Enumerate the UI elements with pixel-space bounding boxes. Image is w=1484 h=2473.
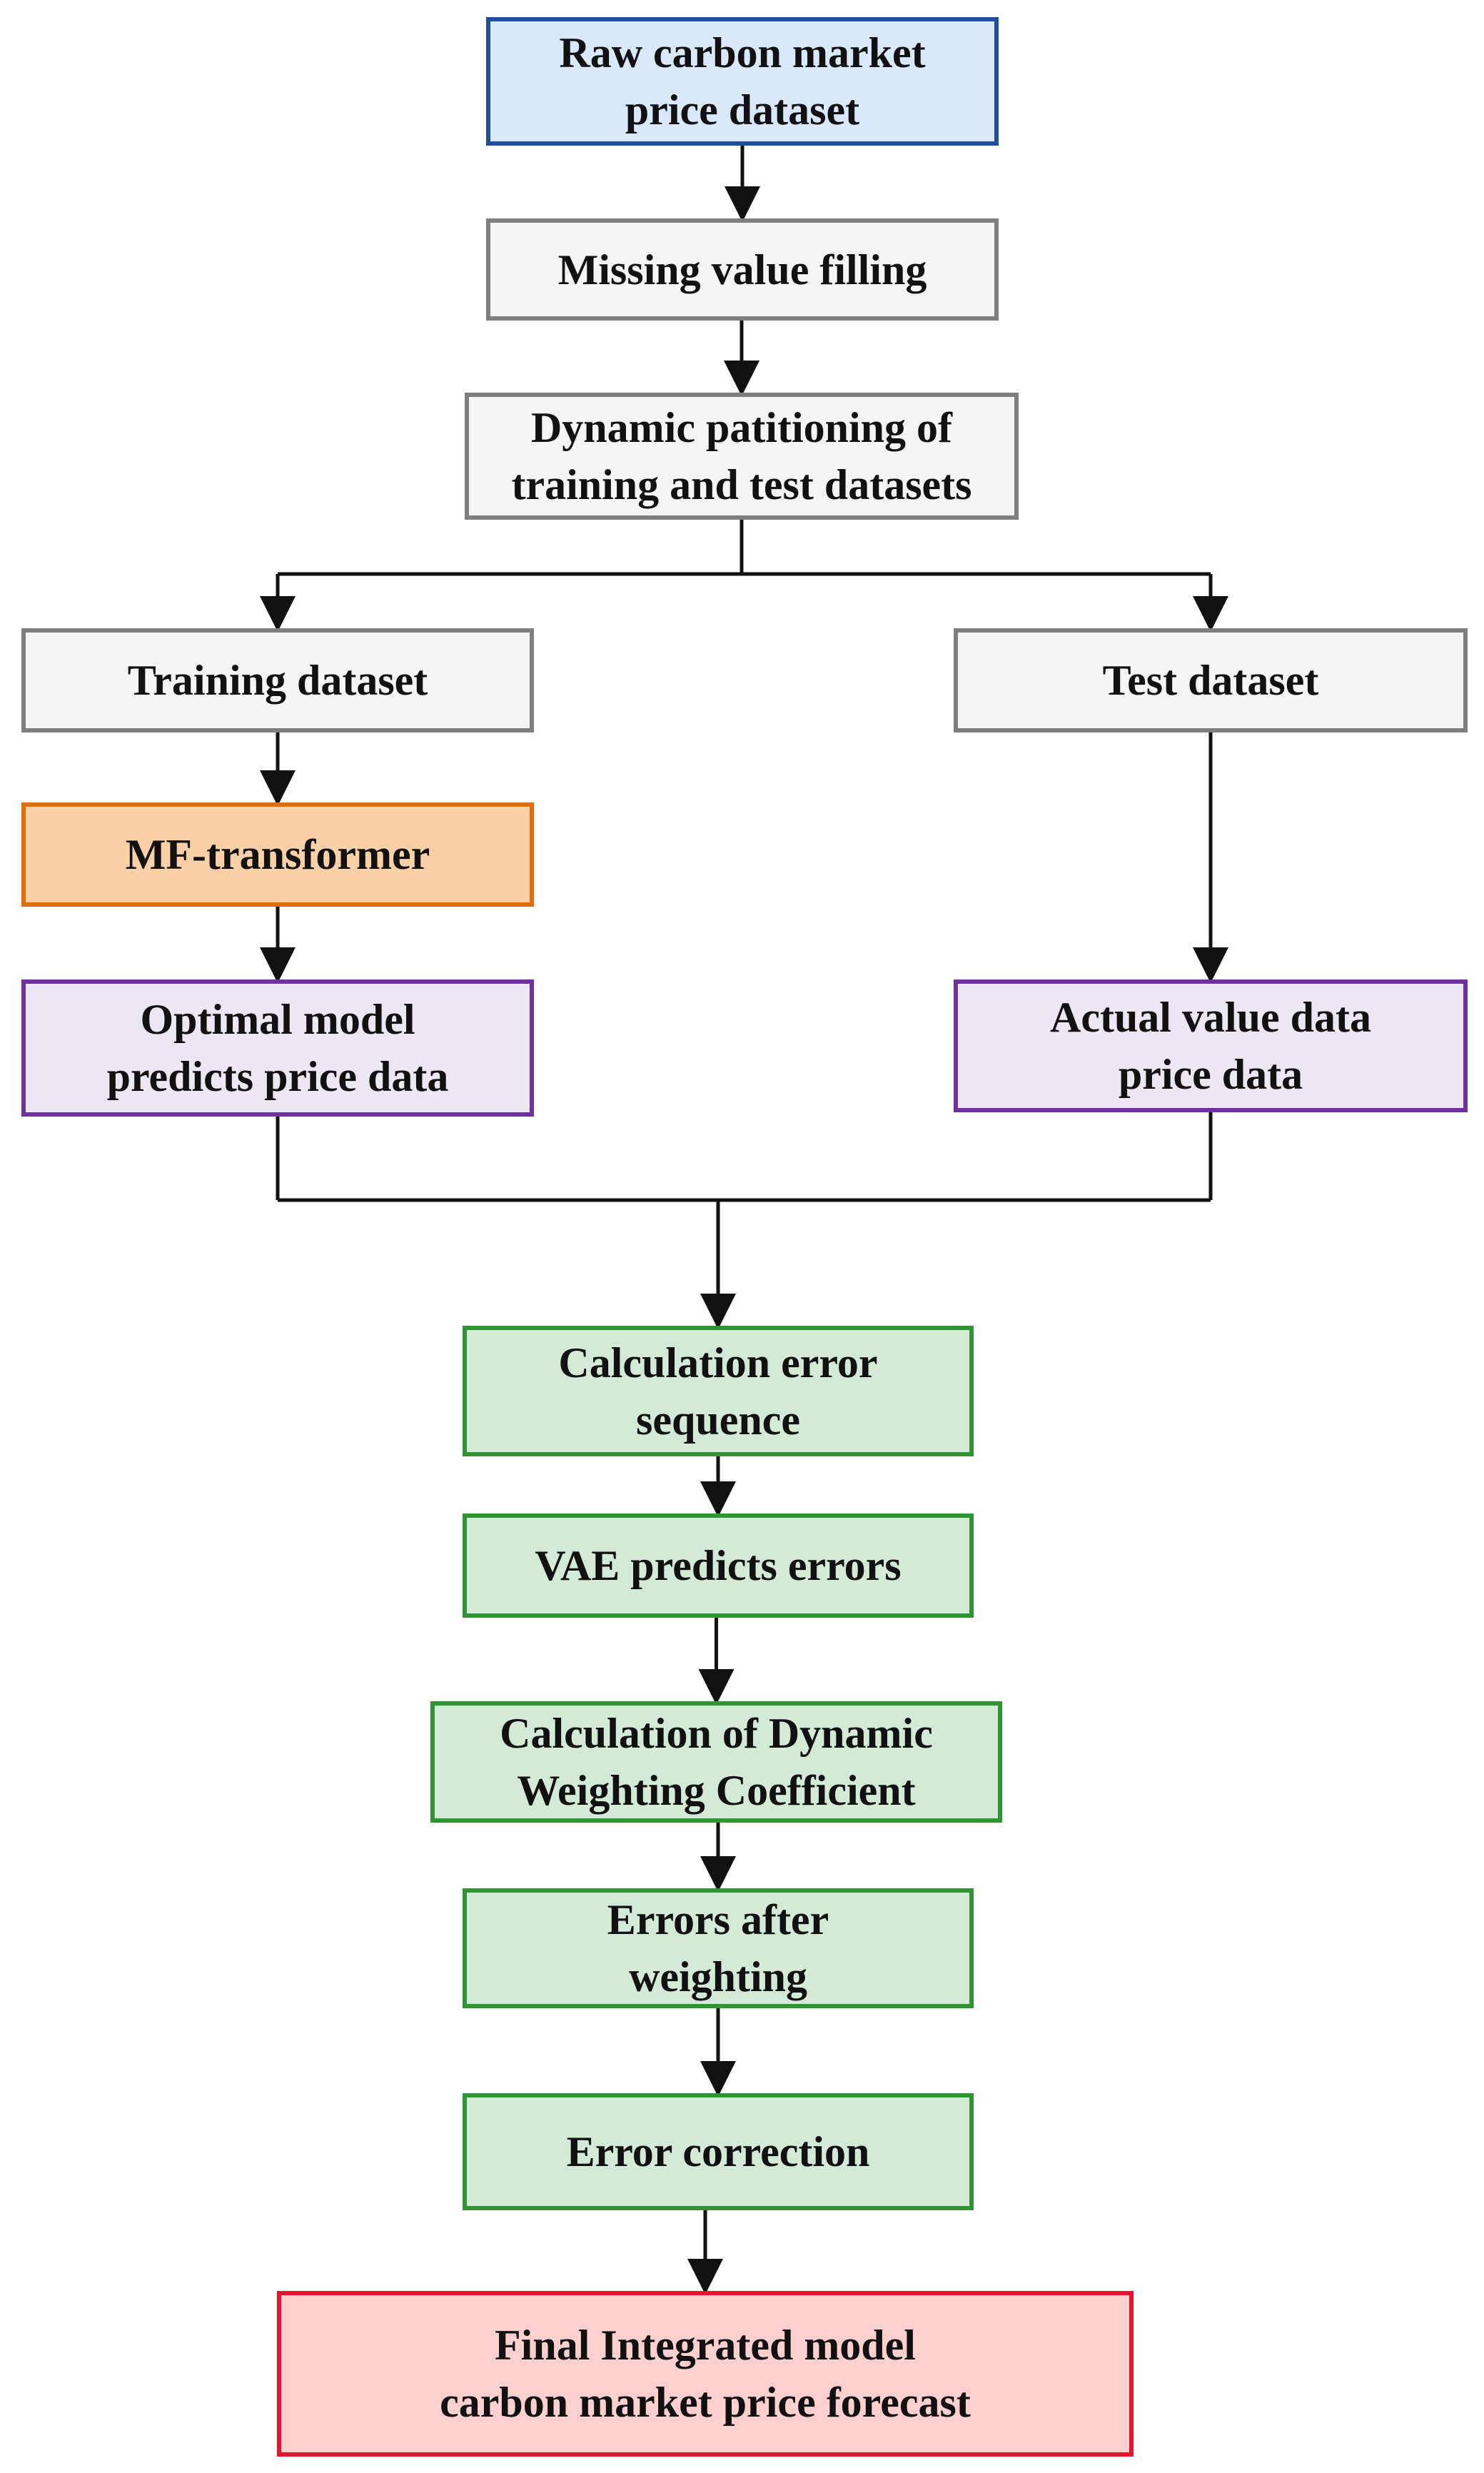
- node-optimal-model: Optimal model predicts price data: [21, 979, 534, 1117]
- node-line: MF-transformer: [125, 831, 430, 878]
- node-line: price dataset: [625, 86, 860, 134]
- node-training-dataset: Training dataset: [21, 628, 534, 732]
- node-line: Raw carbon market: [559, 29, 926, 76]
- node-line: training and test datasets: [511, 461, 972, 508]
- node-line: Error correction: [566, 2128, 870, 2175]
- node-line: Optimal model: [140, 996, 415, 1043]
- node-line: Missing value filling: [557, 246, 927, 293]
- node-error-correction: Error correction: [463, 2093, 974, 2210]
- node-line: Errors after: [607, 1896, 829, 1943]
- node-line: Training dataset: [127, 657, 428, 704]
- node-line: VAE predicts errors: [535, 1542, 902, 1589]
- node-line: weighting: [628, 1953, 808, 2000]
- node-line: Calculation error: [558, 1339, 878, 1386]
- node-missing-value-filling: Missing value filling: [486, 218, 999, 321]
- node-final-integrated-model: Final Integrated model carbon market pri…: [277, 2291, 1134, 2457]
- node-vae-predicts-errors: VAE predicts errors: [463, 1513, 974, 1618]
- node-line: Test dataset: [1102, 657, 1319, 704]
- node-line: Final Integrated model: [495, 2322, 916, 2369]
- node-dynamic-weighting-coefficient: Calculation of Dynamic Weighting Coeffic…: [430, 1701, 1002, 1823]
- node-actual-value: Actual value data price data: [954, 979, 1468, 1112]
- node-raw-dataset: Raw carbon market price dataset: [486, 17, 999, 146]
- node-test-dataset: Test dataset: [954, 628, 1468, 732]
- node-line: Dynamic patitioning of: [530, 404, 953, 451]
- node-mf-transformer: MF-transformer: [21, 802, 534, 907]
- node-line: predicts price data: [106, 1053, 449, 1100]
- node-calculation-error-sequence: Calculation error sequence: [463, 1326, 974, 1456]
- node-line: Calculation of Dynamic: [500, 1710, 933, 1757]
- node-line: Actual value data: [1050, 994, 1371, 1041]
- node-line: sequence: [636, 1396, 800, 1444]
- node-line: Weighting Coefficient: [517, 1767, 916, 1814]
- node-line: carbon market price forecast: [440, 2379, 971, 2426]
- node-line: price data: [1118, 1051, 1303, 1098]
- node-errors-after-weighting: Errors after weighting: [463, 1888, 974, 2008]
- node-dynamic-partitioning: Dynamic patitioning of training and test…: [465, 393, 1019, 520]
